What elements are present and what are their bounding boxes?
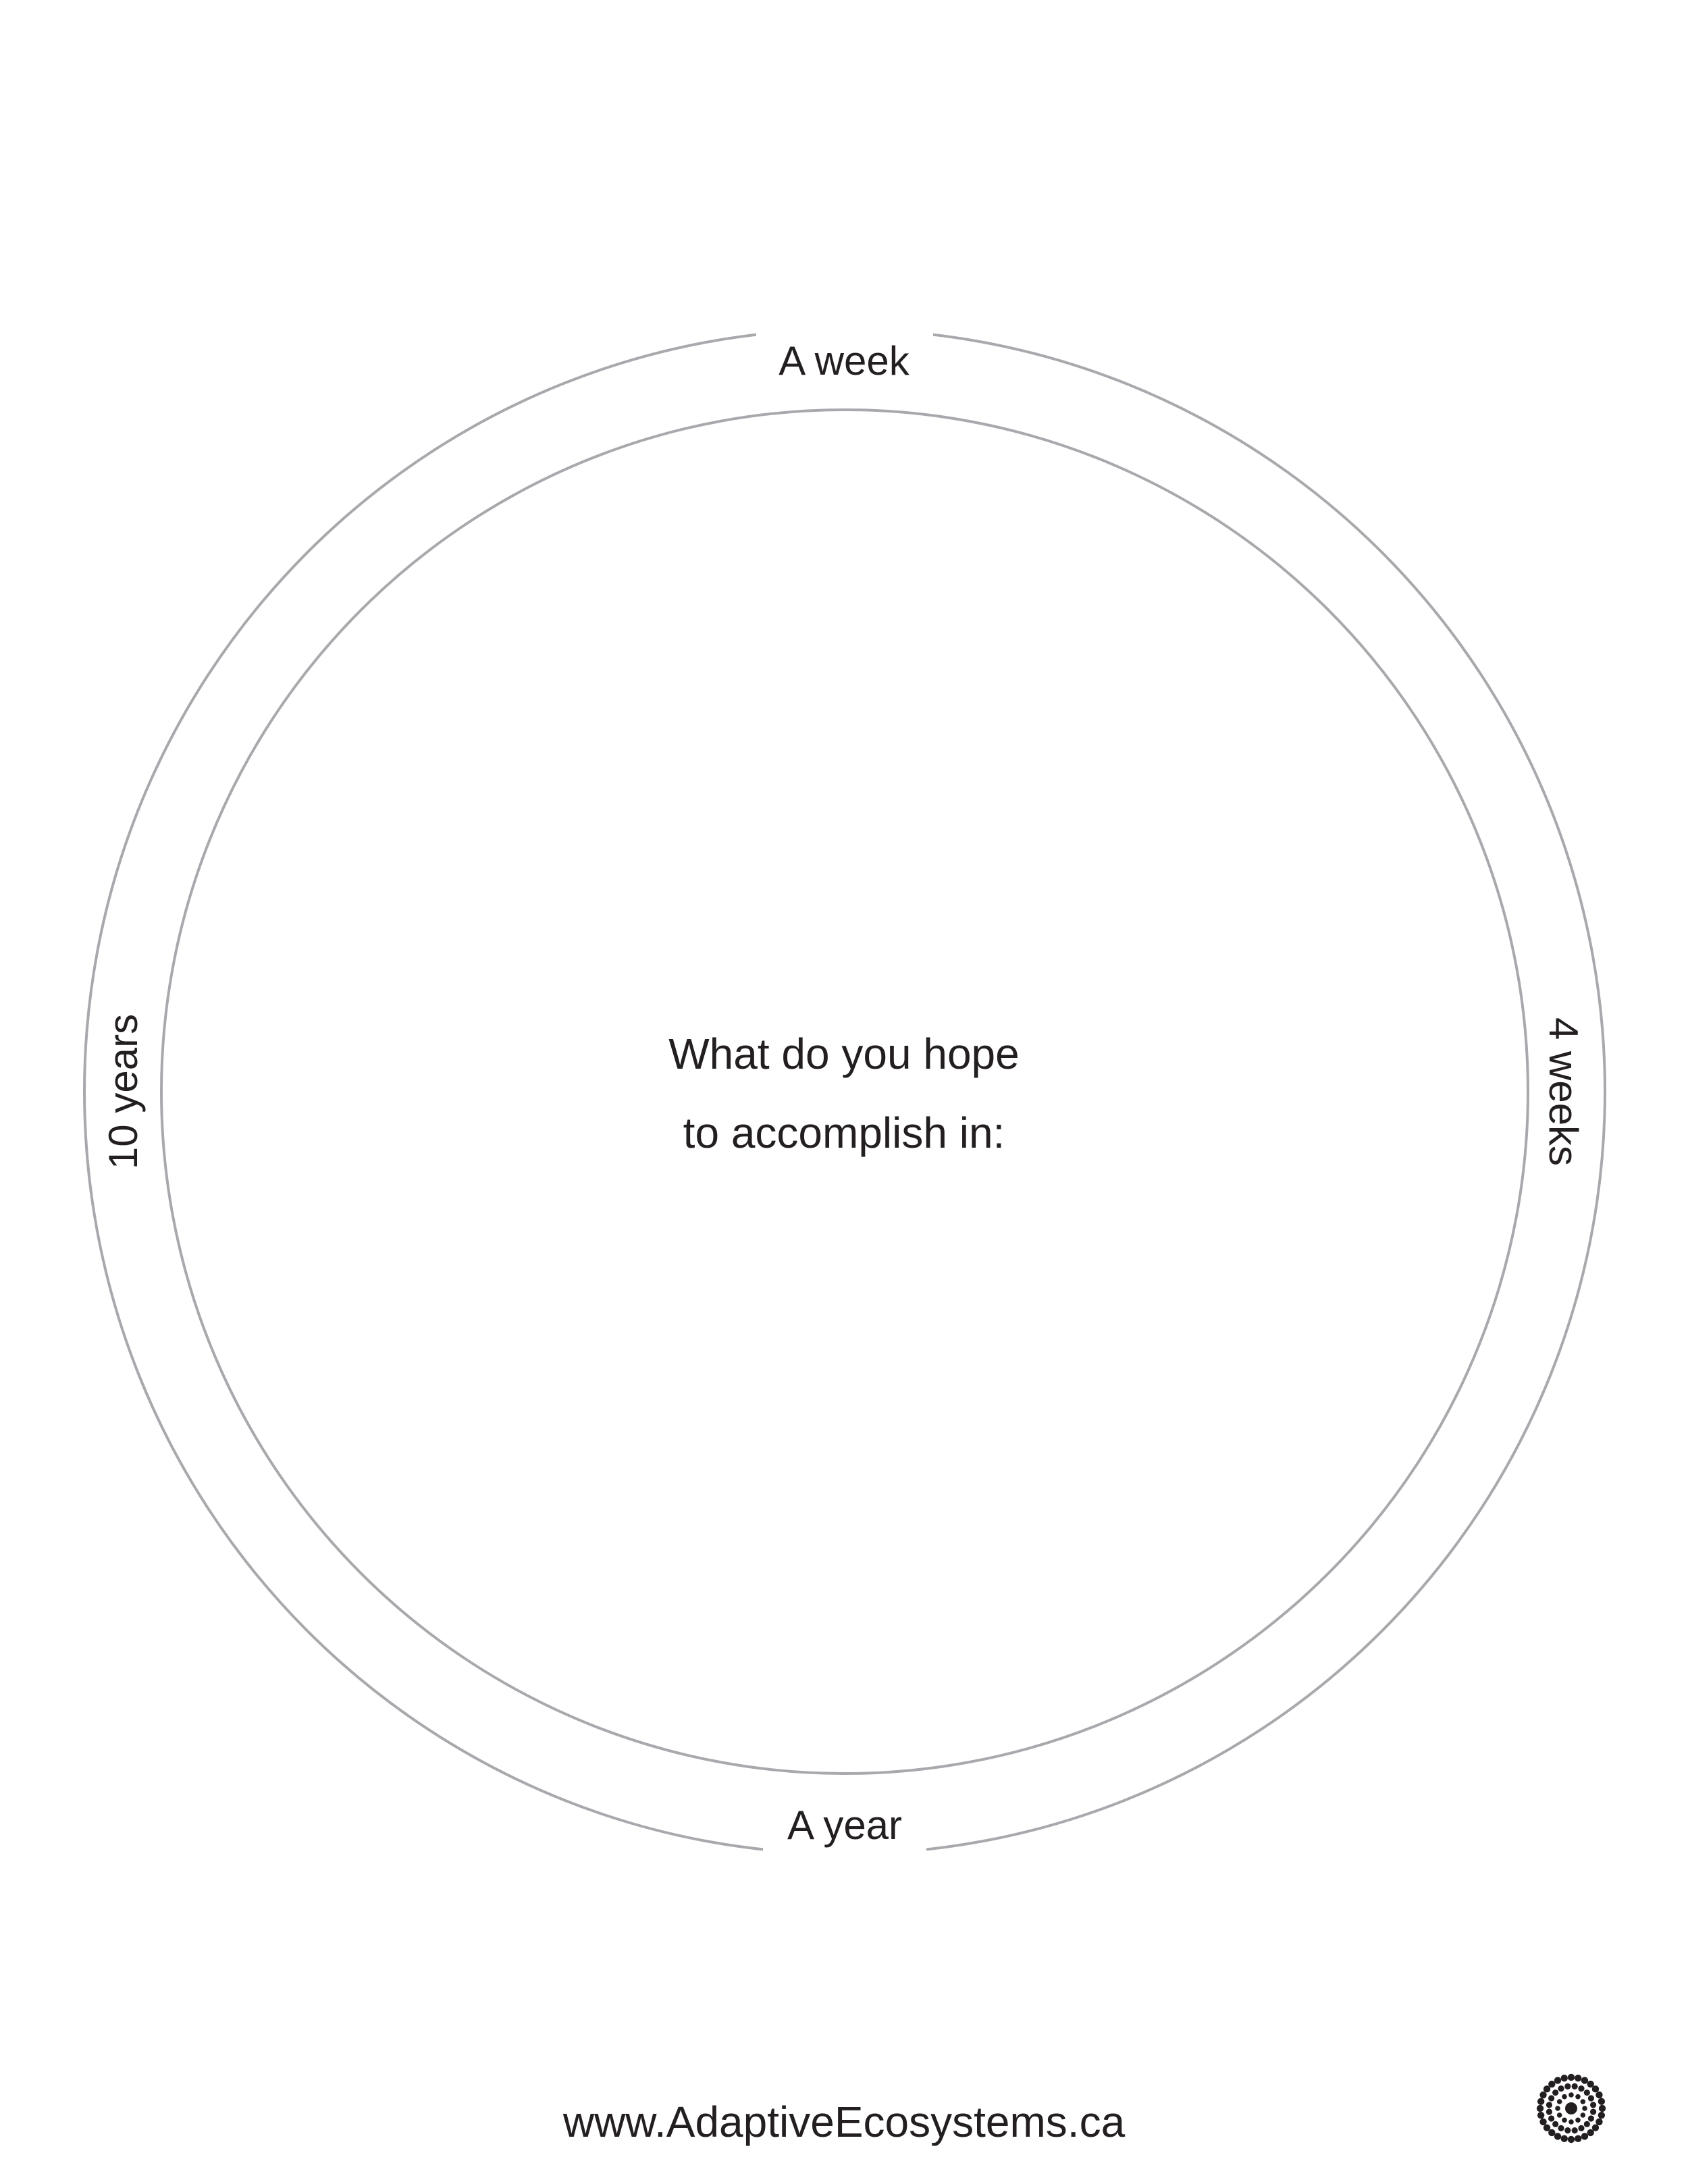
- logo-dot: [1581, 2077, 1589, 2084]
- logo-dot: [1546, 2108, 1553, 2115]
- logo-dot: [1575, 2135, 1582, 2143]
- logo-dot: [1568, 2092, 1574, 2098]
- logo-dot: [1567, 2135, 1575, 2143]
- logo-dot: [1556, 2112, 1562, 2118]
- logo-dot: [1591, 2085, 1600, 2093]
- logo-dot: [1571, 2127, 1578, 2134]
- logo-dot: [1558, 2125, 1564, 2131]
- logo-dot: [1587, 2129, 1594, 2137]
- logo-dot: [1564, 2083, 1571, 2090]
- logo-dot: [1560, 2135, 1568, 2143]
- logo-dot: [1537, 2098, 1545, 2105]
- logo-dot: [1583, 2121, 1590, 2127]
- logo-dot: [1595, 2118, 1603, 2126]
- logo-dot: [1552, 2121, 1559, 2127]
- logo-dot: [1558, 2085, 1564, 2092]
- top-label-backing: [756, 324, 933, 398]
- logo-dot: [1587, 2115, 1594, 2122]
- logo-dot: [1567, 2073, 1575, 2081]
- center-prompt-line2: to accomplish in:: [683, 1109, 1005, 1157]
- logo-dot: [1543, 2124, 1551, 2131]
- logo-dot: [1548, 2080, 1556, 2088]
- logo-dot: [1539, 2118, 1547, 2126]
- logo-dot: [1546, 2102, 1553, 2108]
- logo-dot: [1568, 2119, 1574, 2125]
- logo-dot: [1562, 2117, 1567, 2123]
- logo-dot: [1548, 2095, 1555, 2102]
- ring-label-right: 4 weeks: [1541, 1017, 1586, 1166]
- logo-dot: [1548, 2129, 1556, 2137]
- logo-dot: [1554, 2133, 1562, 2140]
- dotted-circle-logo-icon: [1536, 2073, 1606, 2143]
- bottom-label-backing: [763, 1789, 926, 1863]
- logo-dot: [1583, 2089, 1590, 2096]
- logo-dot: [1591, 2124, 1600, 2131]
- logo-dot: [1560, 2074, 1568, 2082]
- logo-dot: [1595, 2091, 1603, 2099]
- logo-dot: [1562, 2094, 1567, 2100]
- logo-center-dot: [1565, 2102, 1577, 2114]
- footer-website: www.AdaptiveEcosystems.ca: [562, 2098, 1126, 2146]
- outer-ring: [83, 328, 1606, 1855]
- center-prompt-line1: What do you hope: [668, 1030, 1019, 1078]
- ring-label-left: 10 years: [101, 1014, 146, 1169]
- logo-dot: [1578, 2125, 1585, 2131]
- inner-ring: [160, 408, 1529, 1775]
- logo-dot: [1555, 2106, 1560, 2111]
- logo-dot: [1580, 2099, 1586, 2104]
- logo-dot: [1589, 2102, 1597, 2108]
- logo-dot: [1581, 2133, 1589, 2140]
- logo-dot: [1575, 2117, 1581, 2123]
- logo-dot: [1564, 2127, 1571, 2134]
- logo-dot: [1537, 2112, 1545, 2119]
- logo-dot: [1582, 2106, 1587, 2111]
- logo-dot: [1554, 2077, 1562, 2084]
- logo-dot: [1539, 2091, 1547, 2099]
- logo-dot: [1548, 2115, 1555, 2122]
- logo-dot: [1536, 2104, 1544, 2112]
- logo-dot: [1587, 2095, 1594, 2102]
- logo-dot: [1556, 2099, 1562, 2104]
- logo-dot: [1578, 2085, 1585, 2092]
- logo-dot: [1571, 2083, 1578, 2090]
- ring-label-bottom: A year: [787, 1803, 902, 1848]
- logo-dot: [1580, 2112, 1586, 2118]
- logo-dot: [1552, 2089, 1559, 2096]
- logo-dot: [1543, 2085, 1551, 2093]
- logo-dot: [1575, 2074, 1582, 2082]
- logo-dot: [1598, 2104, 1606, 2112]
- logo-dot: [1575, 2094, 1581, 2100]
- logo-dot: [1589, 2108, 1597, 2115]
- ring-label-top: A week: [779, 338, 909, 383]
- logo-dot: [1587, 2080, 1594, 2088]
- logo-dot: [1598, 2098, 1606, 2105]
- logo-dot: [1598, 2112, 1606, 2119]
